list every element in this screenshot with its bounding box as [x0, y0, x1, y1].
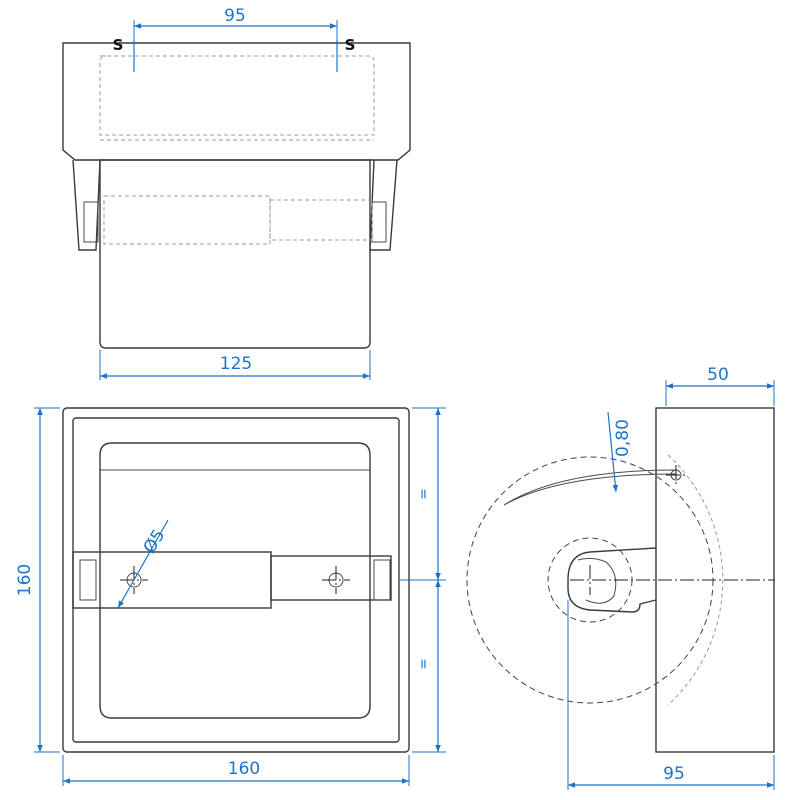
top-view: 95 S S 125: [62, 6, 411, 380]
front-view-frame: [62, 407, 410, 753]
dim-160-height: 160: [15, 564, 35, 596]
dim-line-paper: [607, 411, 619, 493]
side-view-paper: [503, 469, 677, 506]
top-view-hidden-spindle: [103, 195, 271, 245]
dim-160-width: 160: [228, 759, 260, 779]
front-view-roll: [99, 442, 371, 719]
equal-mark-upper: =: [416, 488, 432, 500]
front-view: Ø5 160 = = 160: [15, 407, 446, 786]
dim-95-top: 95: [224, 6, 246, 26]
front-view-spindle: [72, 551, 272, 609]
marker-s-right: S: [345, 36, 356, 54]
equal-mark-lower: =: [416, 658, 432, 670]
marker-s-left: S: [113, 36, 124, 54]
top-view-housing: [62, 42, 411, 161]
side-view-spindle-arm: [567, 547, 657, 613]
dim-95-side: 95: [663, 764, 685, 784]
top-view-right-bracket: [369, 159, 398, 251]
dim-125: 125: [220, 354, 252, 374]
dim-50: 50: [707, 365, 729, 385]
dim-line-hole: [117, 519, 169, 609]
side-view: 0,80 50 95: [466, 365, 775, 790]
top-view-hidden-housing: [99, 55, 375, 136]
dim-paper-thickness: 0,80: [613, 419, 633, 457]
top-view-roll: [99, 159, 371, 349]
top-view-left-bracket: [72, 159, 101, 251]
